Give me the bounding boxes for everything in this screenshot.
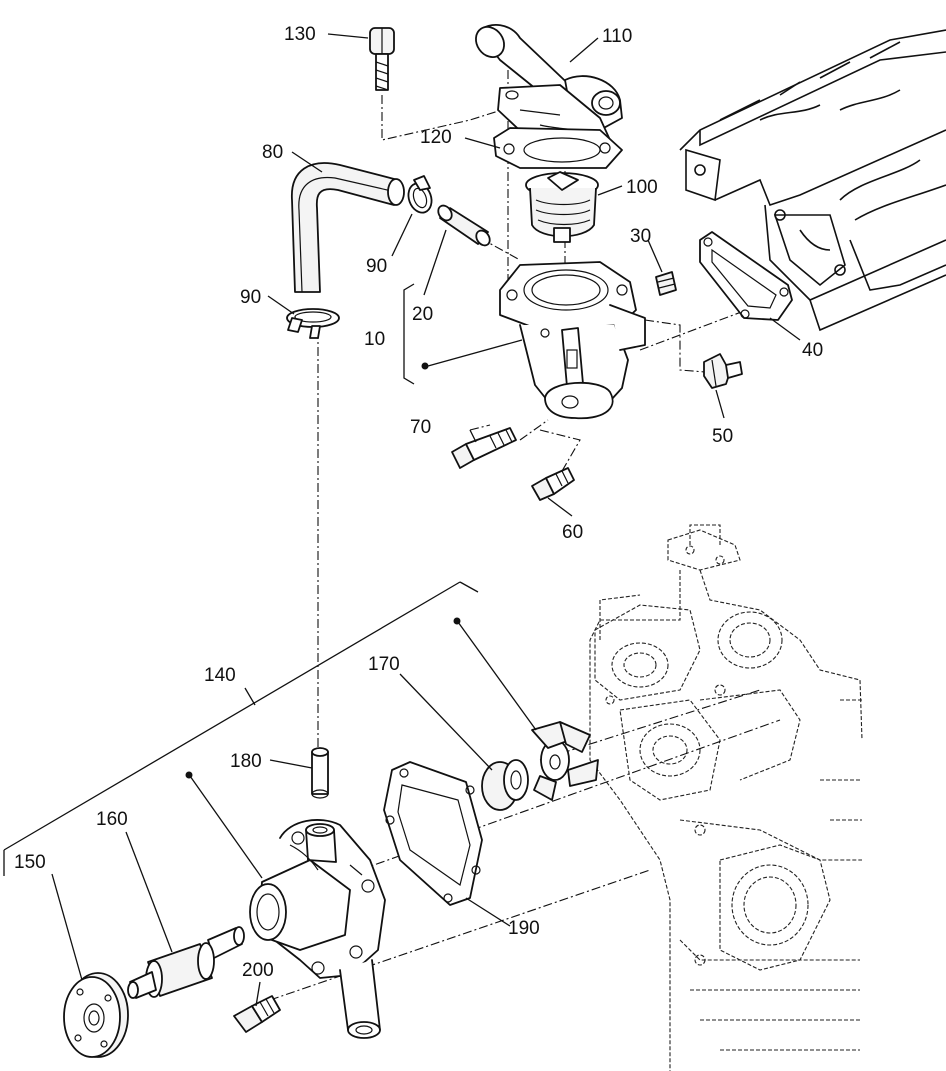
callout-30: 30 [630, 226, 651, 247]
callout-150: 150 [14, 852, 46, 873]
engine-case-outline [589, 524, 863, 1071]
callout-60: 60 [562, 522, 583, 543]
thermostat-100[interactable] [525, 171, 599, 243]
gasket-40[interactable] [699, 231, 793, 321]
hose-clamp-90-upper[interactable] [405, 175, 436, 216]
bypass-pipe-20[interactable] [435, 203, 492, 248]
callout-190: 190 [508, 918, 540, 939]
pipe-180[interactable] [311, 747, 329, 799]
cylinder-head-outline [679, 29, 946, 332]
callout-70: 70 [410, 417, 431, 438]
callout-50: 50 [712, 426, 733, 447]
impeller[interactable] [531, 721, 599, 801]
leader-lines [3, 33, 801, 1007]
temp-sensor-50[interactable] [703, 353, 743, 389]
callout-90-lower: 90 [240, 287, 261, 308]
bolt-70[interactable] [451, 427, 517, 469]
callout-120: 120 [420, 127, 452, 148]
callout-90-upper: 90 [366, 256, 387, 277]
hose-clamp-90-lower[interactable] [286, 308, 340, 339]
callout-110: 110 [602, 26, 632, 47]
gasket-190[interactable] [383, 761, 483, 906]
callout-160: 160 [96, 809, 128, 830]
thermostat-housing-10[interactable] [499, 261, 646, 420]
callout-labels: 130 110 120 80 100 90 30 20 90 10 40 70 … [14, 24, 823, 981]
callout-140: 140 [204, 665, 236, 686]
pulley-flange-150[interactable] [63, 972, 129, 1058]
callout-180: 180 [230, 751, 262, 772]
callout-130: 130 [284, 24, 316, 45]
callout-100: 100 [626, 177, 658, 198]
gasket-120[interactable] [493, 127, 623, 169]
callout-200: 200 [242, 960, 274, 981]
callout-20: 20 [412, 304, 433, 325]
bypass-hose-80[interactable] [291, 162, 405, 293]
bolt-130[interactable] [369, 27, 395, 91]
plug-30[interactable] [655, 271, 677, 296]
callout-40: 40 [802, 340, 823, 361]
bolt-60[interactable] [531, 467, 575, 501]
shaft-bearing-160[interactable] [127, 926, 245, 999]
callout-80: 80 [262, 142, 283, 163]
bolt-200[interactable] [233, 995, 281, 1033]
callout-170: 170 [368, 654, 400, 675]
water-pump-body[interactable] [249, 819, 386, 1039]
mechanical-seal-170[interactable] [481, 759, 529, 811]
callout-10: 10 [364, 329, 385, 350]
